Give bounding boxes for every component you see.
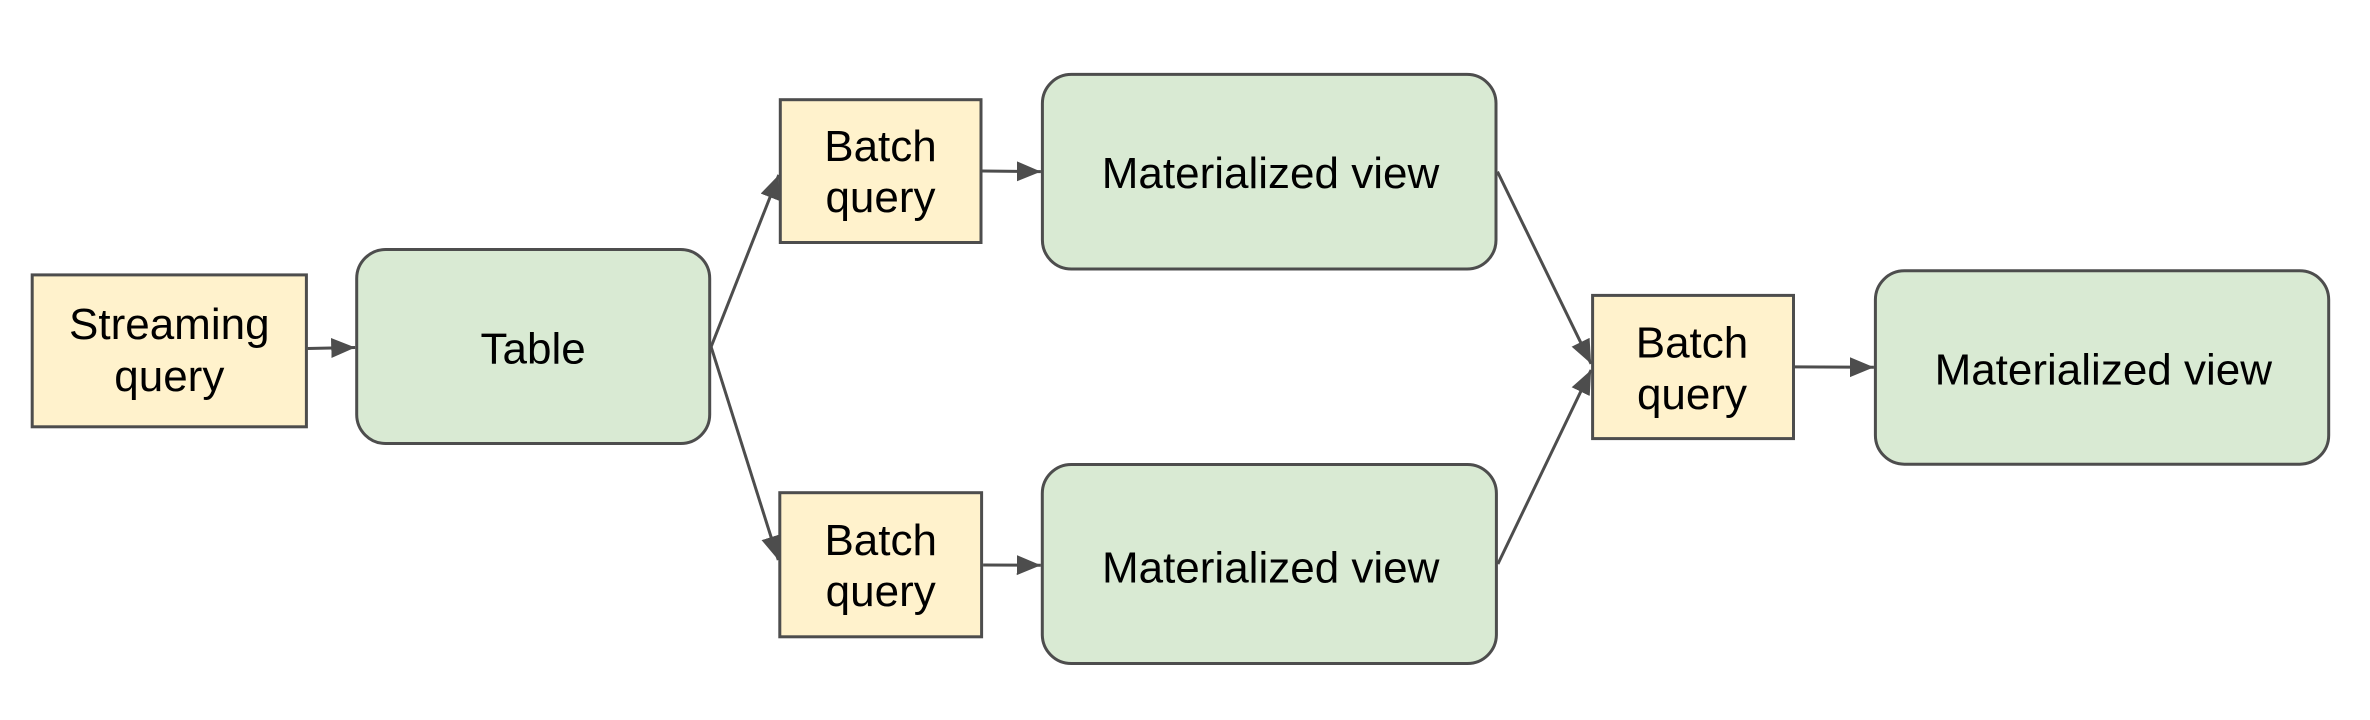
svg-text:query: query — [114, 352, 224, 401]
svg-text:Materialized view: Materialized view — [1102, 544, 1440, 593]
svg-text:Table: Table — [481, 325, 586, 374]
svg-text:Batch: Batch — [824, 122, 937, 171]
svg-text:Materialized view: Materialized view — [1935, 346, 2273, 395]
svg-text:Materialized view: Materialized view — [1102, 149, 1440, 198]
svg-text:Streaming: Streaming — [69, 300, 270, 349]
svg-text:query: query — [825, 173, 935, 222]
svg-text:Batch: Batch — [824, 516, 937, 565]
svg-text:Batch: Batch — [1636, 319, 1749, 368]
svg-text:query: query — [1637, 370, 1747, 419]
svg-text:query: query — [826, 567, 936, 616]
